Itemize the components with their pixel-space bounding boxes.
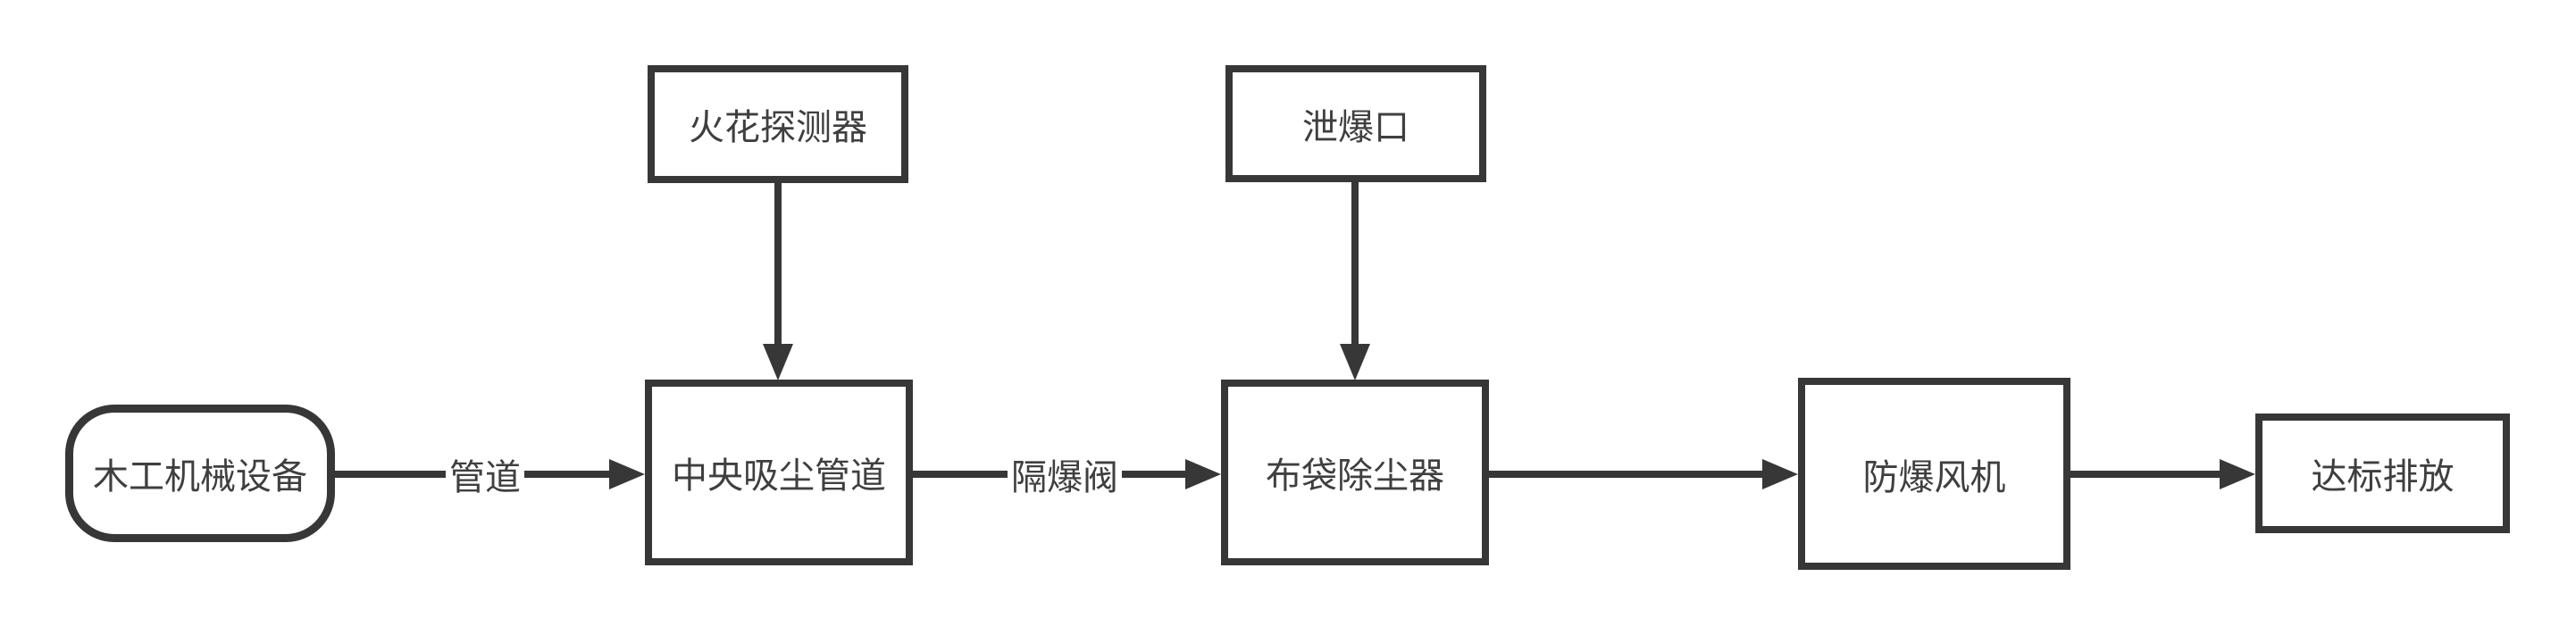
node-central-duct-label: 中央吸尘管道 <box>672 456 886 496</box>
arrowhead-right-icon <box>609 459 645 489</box>
node-explosion-proof-fan-label: 防爆风机 <box>1862 457 2006 497</box>
node-source-label: 木工机械设备 <box>93 457 307 497</box>
arrowhead-right-icon <box>1185 459 1221 489</box>
connector-bag-filter-to-fan <box>1489 459 1798 489</box>
arrowhead-down-icon <box>1340 344 1370 380</box>
node-bag-filter-label: 布袋除尘器 <box>1266 456 1444 496</box>
node-discharge-label: 达标排放 <box>2311 457 2455 497</box>
connector-spark-detector-to-central-duct <box>763 181 793 380</box>
arrowhead-right-icon <box>1762 459 1798 489</box>
arrowhead-down-icon <box>763 344 793 380</box>
connector-explosion-vent-to-bag-filter <box>1340 181 1370 380</box>
connector-fan-to-discharge <box>2070 459 2255 489</box>
node-spark-detector: 火花探测器 <box>648 65 908 183</box>
node-source: 木工机械设备 <box>65 405 335 542</box>
node-discharge: 达标排放 <box>2255 414 2510 533</box>
node-central-duct: 中央吸尘管道 <box>645 380 913 565</box>
edge-label-pipe: 管道 <box>446 448 524 500</box>
arrowhead-right-icon <box>2220 459 2255 489</box>
node-spark-detector-label: 火花探测器 <box>689 108 867 147</box>
node-explosion-vent-label: 泄爆口 <box>1302 107 1409 147</box>
edge-label-isolation-valve: 隔爆阀 <box>1008 448 1122 500</box>
node-explosion-proof-fan: 防爆风机 <box>1798 378 2070 570</box>
node-explosion-vent: 泄爆口 <box>1225 65 1486 182</box>
node-bag-filter: 布袋除尘器 <box>1221 380 1489 565</box>
